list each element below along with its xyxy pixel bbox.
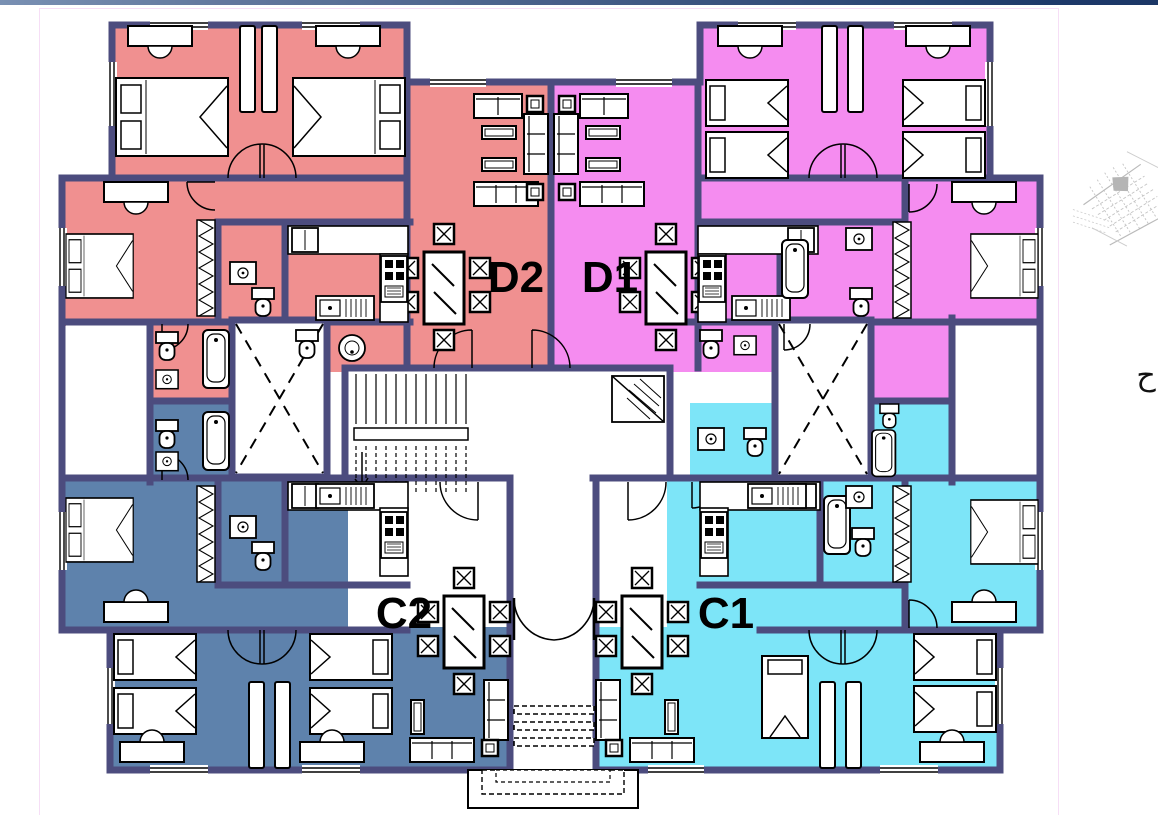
elevator-right xyxy=(771,316,875,482)
top-accent-bar xyxy=(0,0,1158,5)
label-apartment-d1: D1 xyxy=(582,253,638,302)
door-arcs xyxy=(161,143,938,665)
arabic-letter-annotation: ح xyxy=(1136,358,1156,393)
kitchen-d2 xyxy=(287,225,409,323)
entry-door-and-steps xyxy=(467,597,639,809)
shaft-hatch-box xyxy=(611,375,665,423)
staircase xyxy=(353,374,469,492)
site-plan-sketch xyxy=(1072,151,1158,247)
label-apartment-c1: C1 xyxy=(698,589,754,638)
label-apartment-d2: D2 xyxy=(488,253,544,302)
entry-porch xyxy=(467,769,639,809)
elevator-left xyxy=(228,316,331,481)
furniture xyxy=(65,25,1039,769)
elevator-shafts xyxy=(228,316,875,482)
kitchen-c2 xyxy=(287,481,409,577)
label-apartment-c2: C2 xyxy=(376,589,432,638)
kitchen-c1 xyxy=(699,481,821,577)
wc-d2 xyxy=(295,329,366,362)
